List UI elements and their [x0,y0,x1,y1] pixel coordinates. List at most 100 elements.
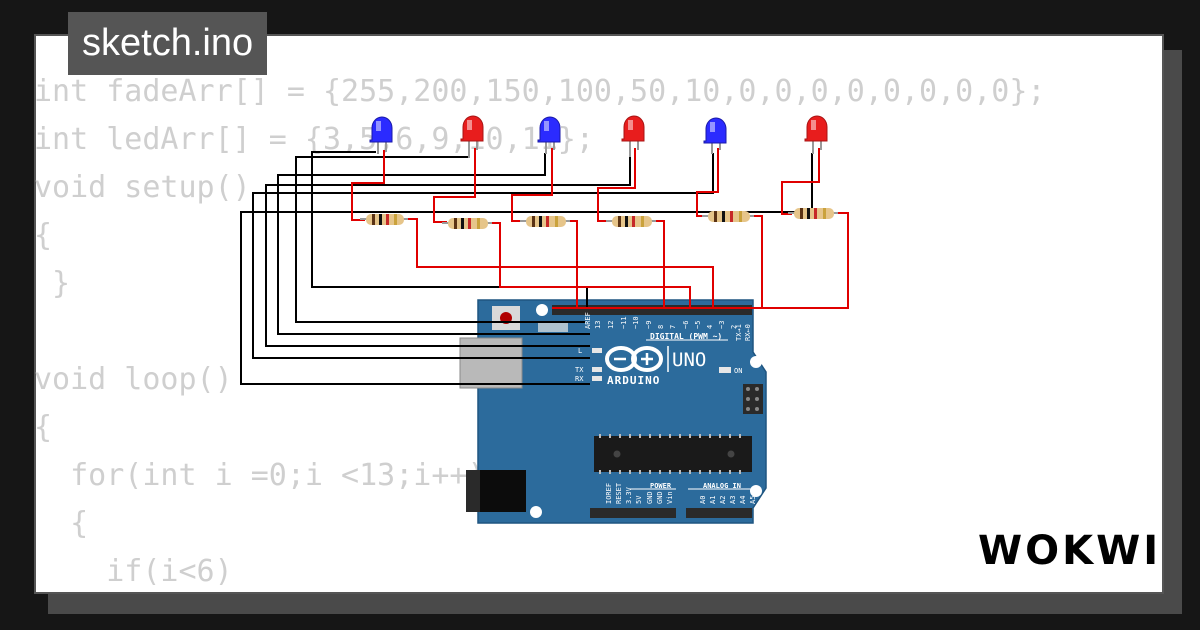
mounting-hole [530,506,542,518]
power-header [590,508,676,518]
power-pin-label: GND [646,491,654,504]
ground-wire [277,153,590,335]
signal-wire [488,222,691,308]
rx-led [592,376,602,381]
digital-pin-label: 12 [607,321,615,329]
power-pin-label: 3.3V [625,486,633,504]
blue-led [703,117,727,154]
ground-wire [311,151,588,308]
l-led-label: L [578,347,582,355]
analog-pin-label: A3 [729,496,737,504]
signal-wire [742,212,849,309]
resistor [788,208,838,219]
digital-pin-label: ~5 [694,321,702,329]
resistor [606,216,656,227]
wokwi-logo: WOKWI [978,528,1162,574]
signal-wires [351,148,849,309]
digital-pin-label: ~10 [632,316,640,329]
power-jack-edge [466,470,480,512]
mounting-hole [750,485,762,497]
ground-wire [295,156,585,323]
board-brand-label: ARDUINO [607,374,660,387]
signal-wire [404,218,714,308]
on-led-label: ON [734,367,742,375]
code-line: { [34,218,53,253]
code-line: int fadeArr[] = {255,200,150,100,50,10,0… [34,74,1046,109]
smd-chip [538,322,568,332]
analog-pin-label: A1 [709,496,717,504]
analog-header [686,508,752,518]
resistors [360,208,838,229]
digital-pin-label: 2 [730,325,738,329]
signal-wire [433,148,476,223]
tx-led-label: TX [575,366,584,374]
blue-led [537,116,561,154]
signal-wire [552,215,763,309]
digital-pin-label: 4 [706,325,714,329]
digital-pin-label: ~3 [718,321,726,329]
analog-pin-label: A0 [699,496,707,504]
code-line: { [34,410,53,445]
rx-led-label: RX [575,375,584,383]
power-pin-label: 5V [635,495,643,504]
red-led [804,115,828,154]
signal-wire [565,220,578,308]
code-line: void loop() [34,362,233,397]
ground-wire [265,156,631,347]
arduino-logo [605,346,663,372]
on-led [719,367,731,373]
digital-pin-label: ~6 [682,321,690,329]
signal-wire [781,148,820,215]
l-led [592,348,602,353]
ground-wire [252,153,714,359]
power-pin-label: IOREF [605,483,613,504]
board-model-label: UNO [672,349,706,371]
red-led [460,115,484,158]
mounting-hole [750,356,762,368]
signal-wire [597,148,636,222]
code-line: if(i<6) [34,554,233,589]
rx-pin-label: RX←0 [744,324,752,341]
analog-pin-label: A2 [719,496,727,504]
icsp-header [743,384,763,414]
digital-pin-label: ~9 [645,321,653,329]
tx-led [592,367,602,372]
resistor [702,211,754,222]
analog-pin-label: A4 [739,496,747,504]
code-line: void setup() [34,170,251,205]
arduino-uno-board: AREF 13 12 ~11 ~10 ~9 8 7 ~6 ~5 4 ~3 2 T… [459,299,767,524]
digital-pin-label: 8 [657,325,665,329]
power-section-label: POWER [650,482,672,490]
atmega-chip [594,434,752,474]
digital-header [552,305,752,315]
ground-wire [240,153,813,385]
digital-pin-label: 7 [669,325,677,329]
blue-led [369,116,393,154]
sketch-filename-tab[interactable]: sketch.ino [68,12,268,75]
resistor [520,216,570,227]
resistor [360,214,408,225]
signal-wire [696,148,719,217]
code-background: int fadeArr[] = {255,200,150,100,50,10,0… [34,68,1045,596]
code-line: { [34,506,89,541]
mounting-hole [536,304,548,316]
analog-section-label: ANALOG IN [703,482,741,490]
digital-section-label: DIGITAL (PWM ~) [650,332,722,341]
signal-wire [351,150,385,221]
power-pin-label: GND [656,491,664,504]
power-pin-label: RESET [615,482,623,504]
digital-pin-label: 13 [594,321,602,329]
code-line: for(int i =0;i <13;i++) [34,458,486,493]
leds [369,115,828,158]
signal-wire [511,148,553,222]
analog-pin-label: A5 [749,496,757,504]
power-pin-label: Vin [666,491,674,504]
resistor [442,218,492,229]
signal-wire [652,220,665,308]
ground-wires [240,151,813,385]
aref-pin-label: AREF [584,312,592,329]
code-line: } [34,266,71,301]
digital-pin-label: ~11 [620,316,628,329]
red-led [621,115,645,157]
